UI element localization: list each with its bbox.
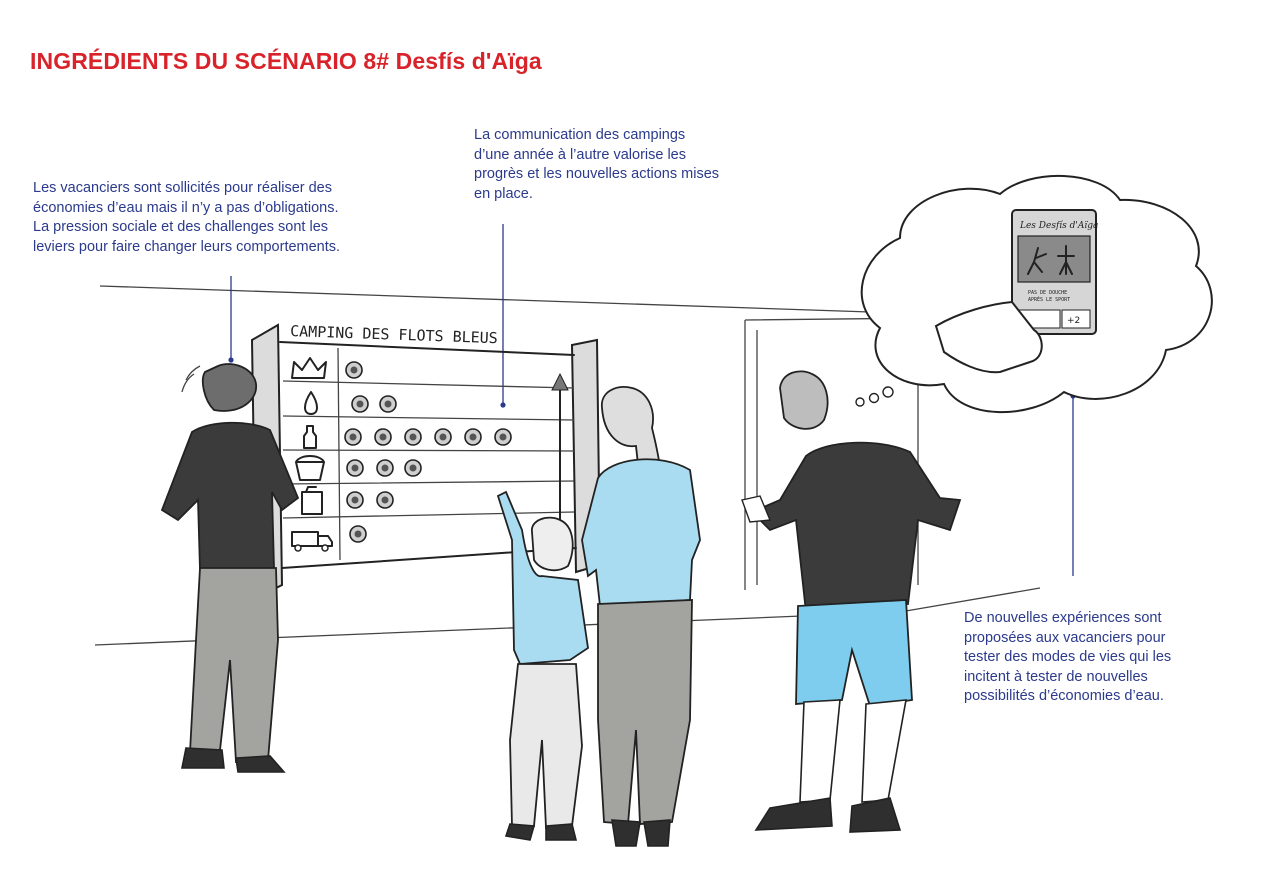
annotation-line: en place. (474, 185, 533, 202)
hand-icon (934, 300, 1043, 374)
annotation-line: progrès et les nouvelles actions mises (474, 166, 720, 182)
bucket-icon (295, 455, 325, 481)
bottle-icon (303, 425, 317, 449)
medal-icon (374, 428, 392, 446)
annotation-new-experiences: De nouvelles expériences sont proposées … (964, 609, 1171, 707)
crown-icon (291, 357, 327, 379)
medal-group (344, 361, 512, 543)
annotation-line: proposées aux vacanciers pour (964, 629, 1166, 646)
annotation-social-pressure: Les vacanciers sont sollicités pour réal… (33, 179, 340, 257)
annotation-line: incitent à tester de nouvelles (964, 668, 1148, 685)
medal-icon (345, 361, 363, 379)
challenge-card: Les Desfís d'Aïga PAS DE DOUCHE APRÈS LE… (934, 209, 1098, 374)
medal-icon (351, 395, 369, 413)
page-title: INGRÉDIENTS DU SCÉNARIO 8# Desfís d'Aïga (30, 48, 542, 74)
medal-icon (349, 525, 367, 543)
medal-icon (346, 491, 364, 509)
medal-icon (379, 395, 397, 413)
annotation-line: économies d’eau mais il n’y a pas d’obli… (33, 199, 339, 216)
annotation-line: possibilités d’économies d’eau. (964, 688, 1164, 704)
medal-icon (344, 428, 362, 446)
card-caption-line2: APRÈS LE SPORT (1028, 295, 1070, 303)
girl-pointing (496, 490, 589, 841)
man-thinking-with-cards (741, 370, 962, 833)
card-score: +2 (1067, 316, 1080, 326)
annotation-line: leviers pour faire changer leurs comport… (33, 238, 341, 255)
jerrycan-icon (301, 486, 323, 515)
medal-icon (346, 459, 364, 477)
woman-ponytail (581, 386, 701, 847)
annotation-communication: La communication des campings d’une anné… (474, 126, 719, 204)
medal-icon (404, 459, 422, 477)
annotation-line: d’une année à l’autre valorise les (474, 146, 686, 163)
card-caption-line1: PAS DE DOUCHE (1028, 290, 1067, 296)
medal-icon (376, 459, 394, 477)
water-drop-icon (304, 391, 318, 415)
man-hands-on-hips (160, 363, 300, 773)
annotation-line: Les vacanciers sont sollicités pour réal… (33, 180, 332, 196)
annotation-line: tester des modes de vies qui les (964, 649, 1172, 665)
medal-icon (434, 428, 452, 446)
annotation-line: La communication des campings (474, 127, 686, 143)
medal-icon (404, 428, 422, 446)
annotation-line: La pression sociale et des challenges so… (33, 219, 329, 235)
card-title: Les Desfís d'Aïga (1019, 220, 1098, 231)
water-truck-icon (291, 531, 333, 552)
annotation-line: De nouvelles expériences sont (964, 610, 1162, 626)
medal-icon (494, 428, 512, 446)
medal-icon (464, 428, 482, 446)
medal-icon (376, 491, 394, 509)
